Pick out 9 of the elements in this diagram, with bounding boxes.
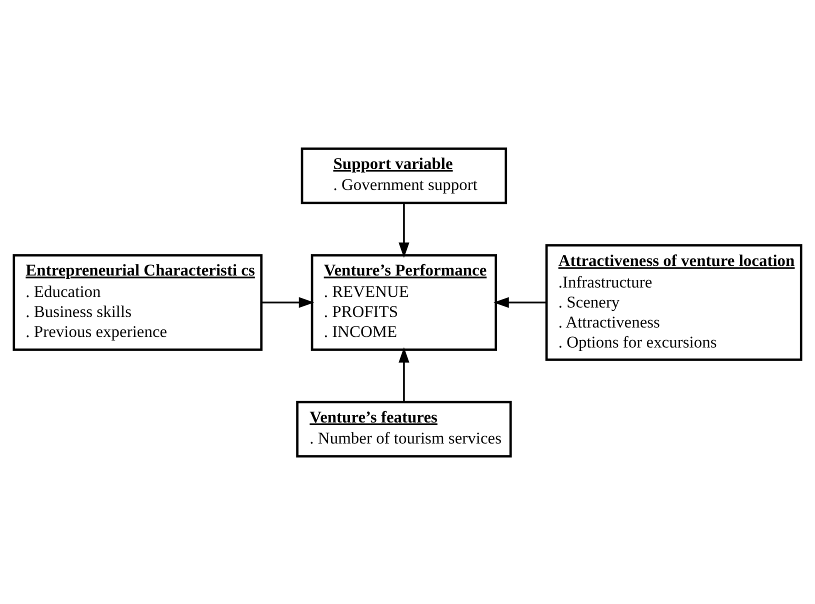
node-box: Venture’s features . Number of tourism services <box>296 400 512 457</box>
node-box: Entrepreneurial Characteristi cs . Education . Business skills . Previous experience <box>12 254 263 350</box>
node-box: Support variable . Government support <box>300 147 508 204</box>
arrow <box>398 346 410 402</box>
node-box: Attractiveness of venture location .Infrastructure . Scenery . Attractiveness . Options for excursions <box>545 244 802 360</box>
arrow <box>261 296 314 308</box>
arrow <box>398 202 410 258</box>
arrow <box>494 296 546 308</box>
node-box: Venture’s Performance . REVENUE . PROFITS . INCOME <box>310 254 498 350</box>
